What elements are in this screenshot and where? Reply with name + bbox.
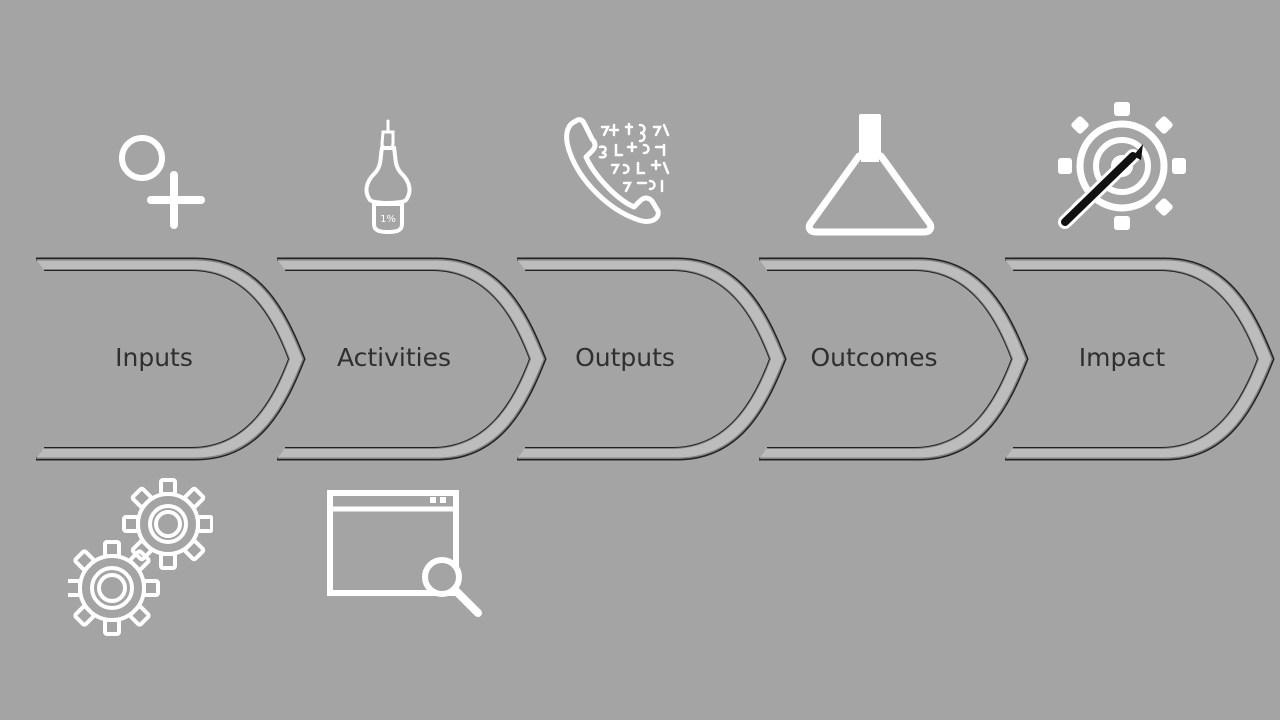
flask-icon [804, 112, 936, 236]
gears-icon [68, 478, 213, 636]
step-label-impact: Impact [1078, 343, 1166, 372]
step-label-inputs: Inputs [115, 343, 193, 372]
window-search-icon [326, 489, 486, 621]
chevron-activities [277, 257, 547, 461]
step-label-outcomes: Outcomes [810, 343, 938, 372]
chevron-outputs [517, 257, 787, 461]
target-pen-icon [1055, 100, 1190, 235]
phone-data-icon [560, 115, 675, 230]
chevron-impact [1005, 257, 1275, 461]
chevron-outcomes [759, 257, 1029, 461]
step-label-outputs: Outputs [575, 343, 675, 372]
chevron-inputs [36, 257, 306, 461]
step-label-activities: Activities [336, 343, 452, 372]
lightbulb-icon: 1% [358, 118, 418, 236]
svg-text:1%: 1% [380, 214, 396, 225]
add-user-icon [115, 130, 210, 230]
